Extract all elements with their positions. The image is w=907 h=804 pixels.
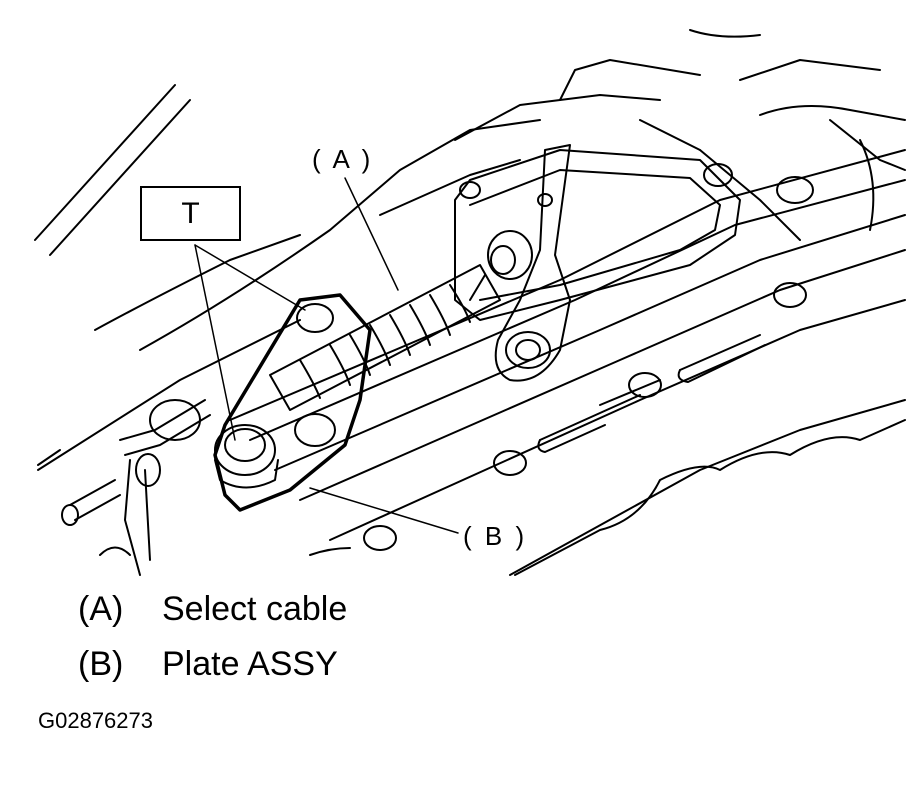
leader-t-1 — [194, 244, 306, 311]
plate-assy — [213, 293, 372, 512]
leader-a — [344, 177, 399, 291]
legend-key: (A) — [78, 590, 124, 628]
transmission-case-outline — [34, 29, 906, 471]
select-cable-bellows — [269, 264, 501, 411]
flange-bolts — [363, 176, 814, 551]
linkage-rod — [61, 399, 211, 576]
flange-rails — [229, 149, 906, 576]
legend-key: (B) — [78, 645, 124, 683]
leader-lines — [194, 177, 459, 534]
leader-t-2 — [194, 244, 236, 441]
legend-label: Select cable — [162, 590, 348, 628]
case-edge-lower — [514, 419, 906, 576]
leader-b — [309, 487, 459, 534]
cover-plate — [454, 149, 741, 321]
select-lever — [494, 144, 571, 382]
legend-item-b: (B) Plate ASSY — [78, 645, 338, 684]
callout-b-label: ( B ) — [463, 521, 528, 551]
callout-a-label: ( A ) — [312, 144, 374, 174]
transmission-illustration — [34, 29, 906, 576]
figure-id: G02876273 — [38, 708, 153, 733]
torque-callout-box: T — [140, 186, 241, 241]
cable-end — [469, 230, 533, 301]
bracket-bolt — [214, 424, 279, 489]
legend-item-a: (A) Select cable — [78, 590, 347, 629]
legend-label: Plate ASSY — [162, 645, 338, 683]
